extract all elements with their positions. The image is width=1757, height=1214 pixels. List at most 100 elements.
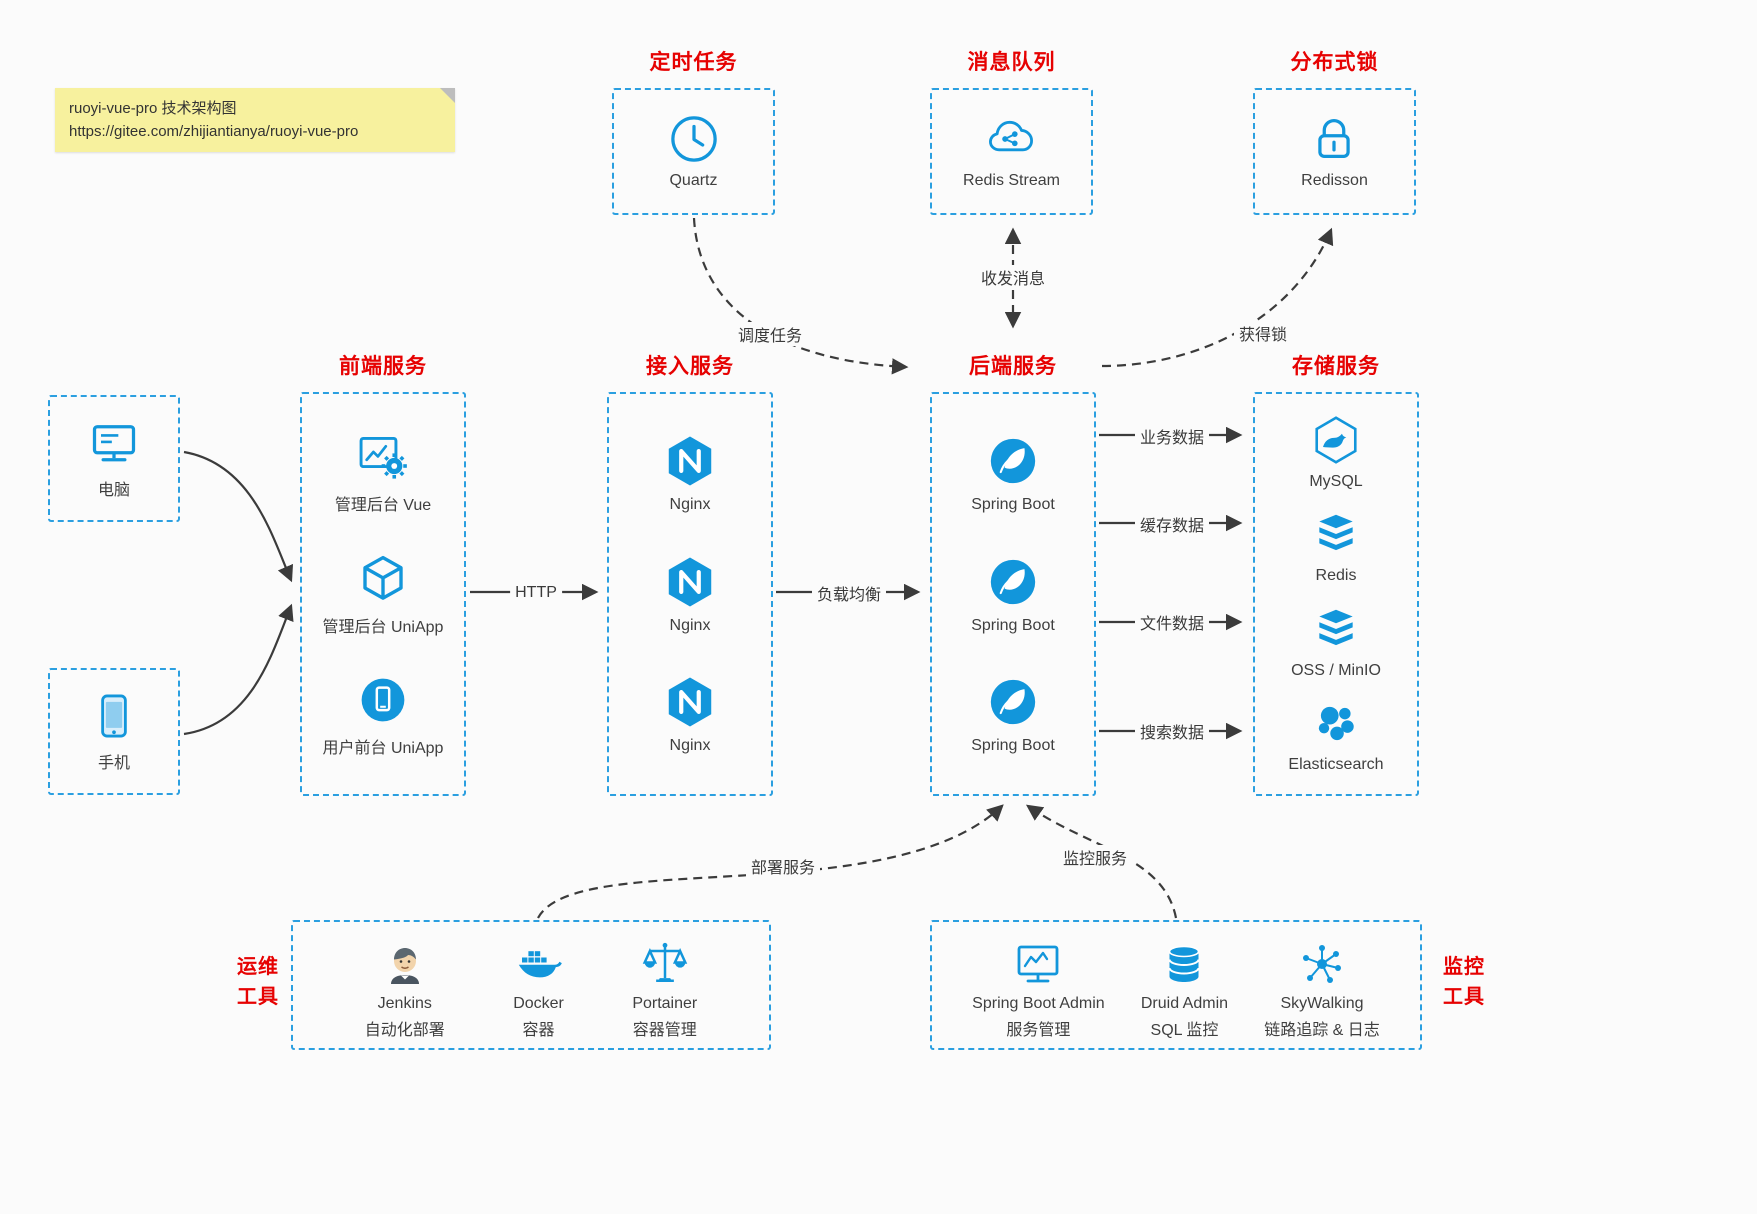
edge-label-monitor: 监控服务 <box>1057 845 1133 869</box>
node-label: 手机 <box>97 755 130 772</box>
edge-pc-to-frontend <box>183 450 294 583</box>
docker-icon <box>518 951 562 978</box>
node-elasticsearch: Elasticsearch <box>1288 699 1384 774</box>
node-phone: 手机 <box>88 690 140 773</box>
node-label: Nginx <box>669 736 711 754</box>
edge-label-file: 文件数据 <box>1134 610 1210 634</box>
node-springboot-1: Spring Boot <box>971 433 1055 514</box>
monitor-chart-icon <box>1018 945 1059 983</box>
node-springboot-2: Spring Boot <box>971 554 1055 635</box>
edge-label-deploy: 部署服务 <box>745 854 821 878</box>
mysql-icon <box>1315 415 1357 464</box>
node-label: Docker <box>513 995 564 1012</box>
edge-label-cache: 缓存数据 <box>1134 512 1210 536</box>
node-druid-admin: Druid Admin SQL 监控 <box>1141 940 1228 1040</box>
note-fold-corner <box>440 88 455 103</box>
node-label: Portainer <box>632 995 698 1012</box>
node-label: Redis <box>1315 567 1357 585</box>
nginx-icon <box>668 677 712 727</box>
node-label: Druid Admin <box>1140 995 1229 1012</box>
box-backend-services: Spring Boot Spring Boot Spring Boot <box>930 392 1096 796</box>
node-desc: 容器 <box>522 1022 555 1039</box>
node-label: Elasticsearch <box>1288 756 1384 774</box>
database-icon <box>1168 945 1200 982</box>
nginx-icon <box>668 557 712 606</box>
oss-stack-icon <box>1319 609 1353 645</box>
nginx-icon <box>668 436 712 486</box>
node-pc: 电脑 <box>88 417 140 500</box>
node-springboot-3: Spring Boot <box>971 674 1055 755</box>
title-scheduled-tasks: 定时任务 <box>649 51 738 74</box>
title-ops-tools: 运维 工具 <box>237 956 279 1008</box>
spring-leaf-icon <box>990 439 1036 484</box>
box-frontend-services: 管理后台 Vue 管理后台 UniApp 用户前台 UniApp <box>300 392 466 796</box>
title-storage-services: 存储服务 <box>1292 355 1380 378</box>
node-spring-boot-admin: Spring Boot Admin 服务管理 <box>972 940 1105 1040</box>
box-redisson: Redisson <box>1253 88 1416 215</box>
sticky-note: ruoyi-vue-pro 技术架构图 https://gitee.com/zh… <box>55 88 455 152</box>
node-label: OSS / MinIO <box>1291 661 1381 679</box>
node-admin-vue: 管理后台 Vue <box>335 430 431 515</box>
spring-leaf-icon <box>990 559 1036 604</box>
node-desc: 服务管理 <box>1006 1022 1071 1039</box>
node-jenkins: Jenkins 自动化部署 <box>365 940 445 1040</box>
node-user-uniapp: 用户前台 UniApp <box>322 673 444 758</box>
phone-icon <box>101 694 127 738</box>
node-mysql: MySQL <box>1309 414 1363 491</box>
edge-label-schedule: 调度任务 <box>732 322 808 346</box>
circle-phone-icon <box>361 678 405 722</box>
node-label: Spring Boot <box>971 616 1055 634</box>
node-oss-minio: OSS / MinIO <box>1291 605 1381 680</box>
node-nginx-1: Nginx <box>662 433 718 514</box>
node-label: Nginx <box>669 496 711 514</box>
lock-icon <box>1318 118 1351 158</box>
node-label: Jenkins <box>377 995 432 1012</box>
title-distributed-lock: 分布式锁 <box>1290 51 1379 74</box>
spring-leaf-icon <box>990 679 1036 724</box>
admin-window-gear-icon <box>359 437 407 479</box>
cube-icon <box>363 555 403 600</box>
node-label: SkyWalking <box>1280 995 1364 1012</box>
node-skywalking: SkyWalking 链路追踪 & 日志 <box>1264 940 1380 1040</box>
box-pc-client: 电脑 <box>48 395 180 522</box>
title-message-queue: 消息队列 <box>967 51 1056 74</box>
title-monitoring-tools: 监控 工具 <box>1443 956 1485 1008</box>
box-monitoring-tools: Spring Boot Admin 服务管理 Druid Admin SQL 监… <box>930 920 1422 1050</box>
title-gateway-services: 接入服务 <box>646 355 734 378</box>
box-quartz: Quartz <box>612 88 775 215</box>
elasticsearch-icon <box>1318 707 1354 741</box>
note-url: https://gitee.com/zhijiantianya/ruoyi-vu… <box>69 123 359 141</box>
box-gateway-services: Nginx Nginx Nginx <box>607 392 773 796</box>
edge-label-load-balance: 负载均衡 <box>811 581 887 605</box>
node-label: Redisson <box>1301 172 1368 189</box>
edge-label-message: 收发消息 <box>975 265 1051 289</box>
redis-stack-icon <box>1319 514 1353 551</box>
scales-icon <box>642 942 688 982</box>
edge-label-lock: 获得锁 <box>1233 321 1293 345</box>
jenkins-icon <box>390 948 419 984</box>
monitor-icon <box>92 425 136 462</box>
title-frontend-services: 前端服务 <box>339 355 427 378</box>
node-label: Quartz <box>669 172 718 189</box>
clock-icon <box>670 116 717 162</box>
node-redis-stream: Redis Stream <box>963 113 1060 190</box>
node-nginx-3: Nginx <box>662 674 718 755</box>
node-label: MySQL <box>1309 472 1363 490</box>
node-label: Spring Boot <box>971 496 1055 514</box>
node-redis: Redis <box>1311 510 1361 585</box>
node-label: Spring Boot Admin <box>972 995 1105 1012</box>
network-graph-icon <box>1302 945 1341 983</box>
node-quartz: Quartz <box>668 113 720 190</box>
cloud-network-icon <box>989 120 1034 152</box>
node-label: 管理后台 UniApp <box>322 618 444 636</box>
edge-label-business: 业务数据 <box>1134 424 1210 448</box>
edge-label-search: 搜索数据 <box>1134 719 1210 743</box>
node-docker: Docker 容器 <box>513 940 565 1040</box>
node-desc: SQL 监控 <box>1150 1022 1219 1039</box>
box-storage-services: MySQL Redis OSS / MinIO <box>1253 392 1419 796</box>
node-desc: 自动化部署 <box>364 1022 445 1039</box>
node-label: 用户前台 UniApp <box>322 739 444 757</box>
edge-phone-to-frontend <box>183 603 294 736</box>
